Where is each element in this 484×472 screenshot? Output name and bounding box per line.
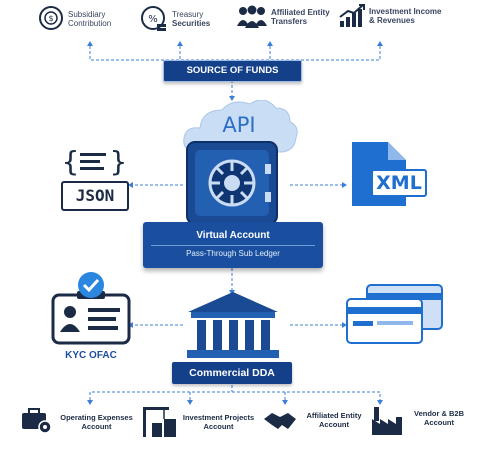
xml-document-icon [352, 142, 427, 206]
account-line2: Account [319, 420, 349, 429]
percent-coins-icon: % [141, 6, 166, 31]
json-badge: JSON [61, 181, 129, 211]
growth-chart-icon [339, 4, 365, 27]
account-investment-projects: Investment Projects Account [140, 405, 260, 441]
handshake-icon [264, 413, 296, 429]
vault-safe-icon [186, 141, 278, 225]
commercial-dda-bar: Commercial DDA [172, 362, 292, 384]
account-line1: Investment Projects [182, 413, 255, 422]
account-line1: Affiliated Entity [306, 411, 362, 420]
source-line2: Securities [172, 19, 211, 28]
source-treasury: % Treasury Securities [140, 5, 235, 35]
source-line1: Treasury [172, 10, 204, 19]
virtual-account-title: Virtual Account [196, 230, 270, 241]
account-line2: Account [424, 418, 454, 427]
briefcase-gears-icon [22, 408, 52, 434]
virtual-account-box: Virtual Account Pass-Through Sub Ledger [143, 222, 323, 268]
account-operating: Operating Expenses Account [20, 405, 135, 441]
source-investment-income: Investment Income & Revenues [338, 3, 478, 33]
xml-label: XML [376, 172, 422, 194]
source-of-funds-bar: SOURCE OF FUNDS [163, 60, 302, 82]
people-group-icon [237, 5, 267, 28]
source-line2: Transfers [271, 17, 308, 26]
bank-building-icon [187, 292, 279, 358]
source-line2: & Revenues [369, 16, 415, 25]
source-line1: Affiliated Entity [271, 8, 330, 17]
factory-icon [372, 407, 402, 435]
source-subsidiary: $ Subsidiary Contribution [38, 5, 148, 35]
coin-target-icon: $ [39, 6, 63, 30]
source-line1: Investment Income [369, 7, 442, 16]
crane-buildings-icon [143, 407, 176, 437]
kyc-ofac-label: KYC OFAC [65, 350, 117, 361]
account-vendor-b2b: Vendor & B2B Account [370, 403, 480, 439]
account-line1: Vendor & B2B [413, 409, 464, 418]
source-line2: Contribution [68, 19, 112, 28]
api-label: API [222, 113, 256, 137]
svg-text:}: } [110, 145, 127, 178]
id-card-check-icon [51, 272, 131, 345]
credit-cards-icon [346, 284, 443, 344]
virtual-account-subtitle: Pass-Through Sub Ledger [151, 245, 315, 258]
svg-text:{: { [62, 145, 79, 178]
account-line1: Operating Expenses [60, 413, 133, 422]
svg-text:%: % [148, 14, 158, 25]
source-line1: Subsidiary [68, 10, 106, 19]
source-affiliated: Affiliated Entity Transfers [235, 4, 340, 34]
code-braces-icon: { } [62, 145, 127, 178]
api-cloud-icon [183, 100, 298, 153]
account-line2: Account [203, 422, 234, 431]
account-line2: Account [81, 422, 112, 431]
account-affiliated-entity: Affiliated Entity Account [262, 405, 372, 441]
svg-text:$: $ [48, 14, 53, 23]
